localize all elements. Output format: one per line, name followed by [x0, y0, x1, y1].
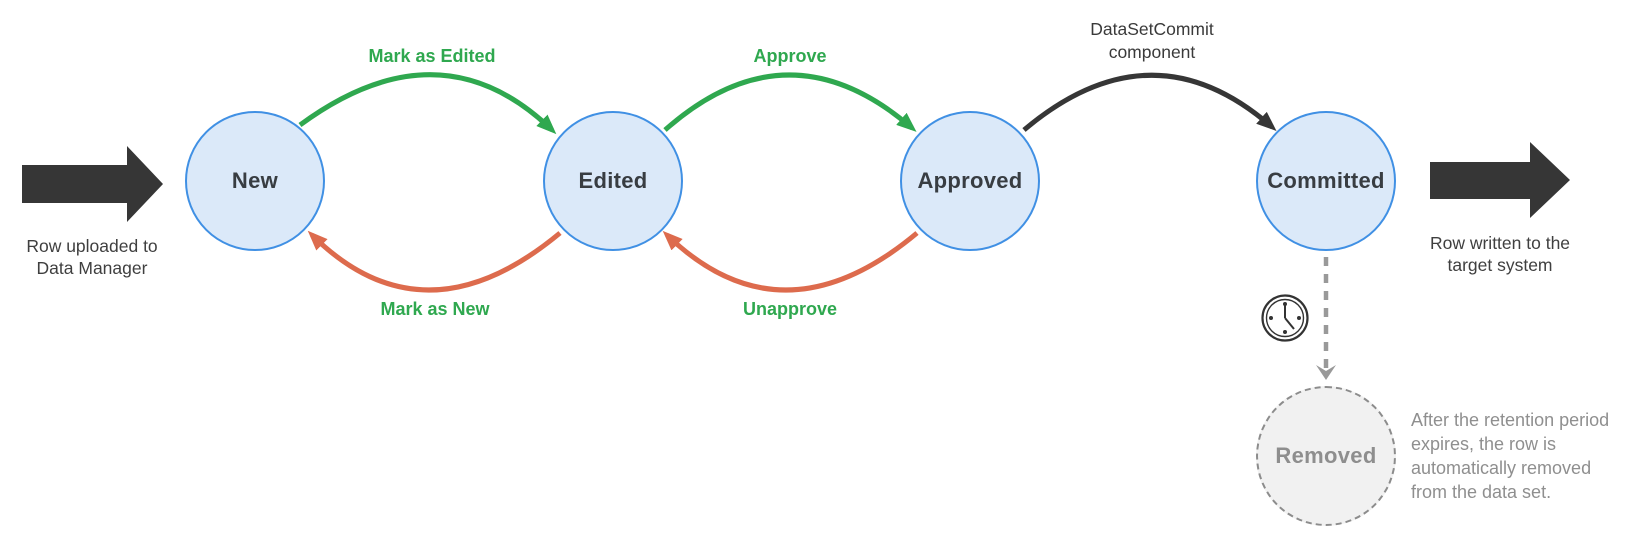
transition-label-mark-as-edited: Mark as Edited: [368, 46, 496, 66]
revert-arrow-mark-as-new: [307, 230, 562, 293]
state-node-edited: Edited: [543, 111, 683, 251]
transition-label-dataset-commit: DataSetCommit component: [1090, 18, 1214, 64]
output-caption: Row written to the target system: [1430, 232, 1570, 276]
transition-label-unapprove: Unapprove: [742, 299, 838, 319]
state-label-new: New: [231, 168, 279, 193]
state-node-committed: Committed: [1256, 111, 1396, 251]
state-label-approved: Approved: [917, 168, 1023, 193]
output-flow-arrow: [1430, 142, 1570, 218]
output-caption-line2: target system: [1447, 255, 1553, 275]
transition-label-dataset-commit-line2: component: [1108, 42, 1196, 62]
transition-arrow-mark-as-edited: [298, 72, 557, 135]
input-caption-line2: Data Manager: [36, 258, 148, 278]
retention-note: After the retention period expires, the …: [1411, 408, 1609, 504]
state-label-edited: Edited: [578, 168, 648, 193]
state-label-removed: Removed: [1275, 443, 1377, 468]
retention-arrowhead-icon: [1316, 365, 1336, 380]
retention-note-line1: After the retention period: [1411, 410, 1610, 430]
input-caption: Row uploaded to Data Manager: [26, 235, 157, 279]
state-node-removed: Removed: [1256, 386, 1396, 526]
state-node-new: New: [185, 111, 325, 251]
state-node-approved: Approved: [900, 111, 1040, 251]
retention-note-line2: expires, the row is: [1411, 434, 1557, 454]
retention-note-line4: from the data set.: [1411, 482, 1552, 502]
transition-label-dataset-commit-line1: DataSetCommit: [1090, 19, 1214, 39]
input-flow-arrow: [22, 146, 163, 222]
transition-arrow-approve: [663, 72, 917, 132]
transition-arrow-dataset-commit: [1022, 72, 1277, 132]
transition-label-mark-as-new: Mark as New: [380, 299, 490, 319]
retention-note-line3: automatically removed: [1411, 458, 1592, 478]
revert-arrow-unapprove: [662, 230, 919, 293]
state-label-committed: Committed: [1267, 168, 1385, 193]
input-caption-line1: Row uploaded to: [26, 236, 158, 256]
transition-label-approve: Approve: [753, 46, 827, 66]
clock-icon: [1261, 294, 1309, 342]
output-caption-line1: Row written to the: [1429, 233, 1571, 253]
